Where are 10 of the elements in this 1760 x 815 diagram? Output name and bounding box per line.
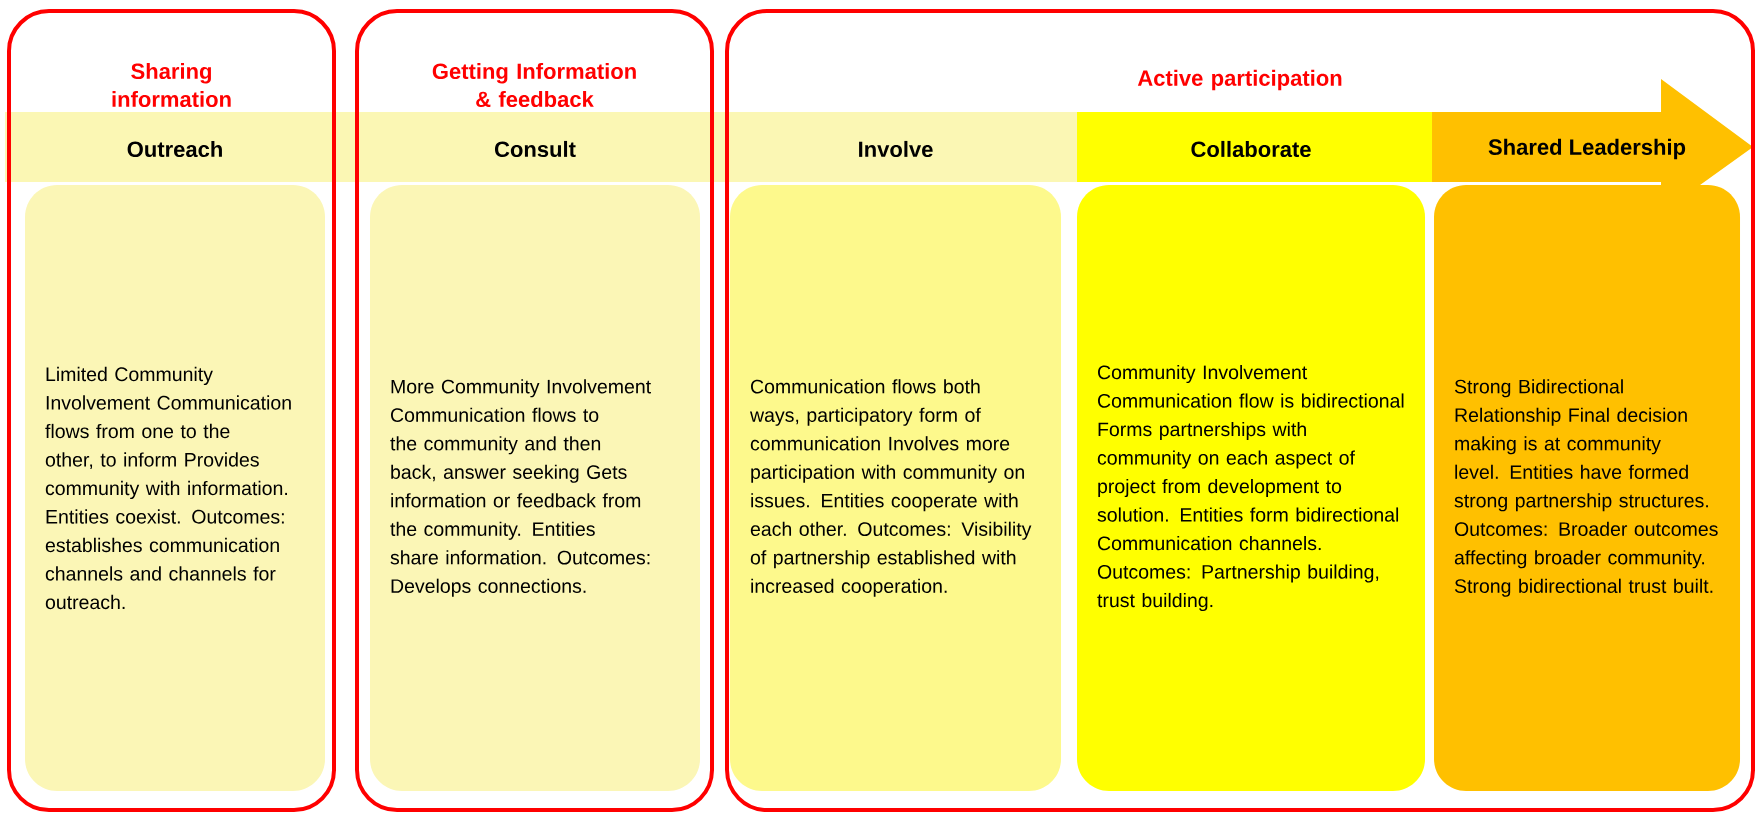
node-label: Shared Leadership bbox=[1488, 138, 1686, 160]
node-label: Involve bbox=[859, 140, 933, 158]
stage-box: Involve Communication flows both ways, participatory form of communication Involves more participation with community on issues. Entities cooperate with each other. Outcomes: Visibility of partnership established with increased cooperation. bbox=[730, 140, 1061, 791]
stage-box: Shared Leadership Strong Bidirectional Relationship Final decision making is at community level. Entities have formed strong partnership structures. Outcomes: Broader outcomes affecting broader community. Strong bidirectional trust built. bbox=[1434, 138, 1740, 791]
node-label: Collaborate bbox=[1191, 140, 1311, 158]
stage-box: Outreach Limited Community Involvement Communication flows from one to the other, to inform Provides community with information. Entities coexist. Outcomes: establishes communication channels and channels for outreach. bbox=[25, 140, 325, 791]
node-label: Outreach bbox=[127, 140, 222, 158]
stage-box: Collaborate Community Involvement Communication flow is bidirectional Forms partnerships with community on each aspect of project from development to solution. Entities form bidirectional Communication channels. Outcomes: Partnership building, trust building. bbox=[1077, 140, 1425, 791]
stage-box: Consult More Community Involvement Communication flows to the community and then back, answer seeking Gets information or feedback from the community. Entities share information. Outcomes: Develops connections. bbox=[370, 140, 700, 791]
node-label: Consult bbox=[494, 140, 576, 158]
